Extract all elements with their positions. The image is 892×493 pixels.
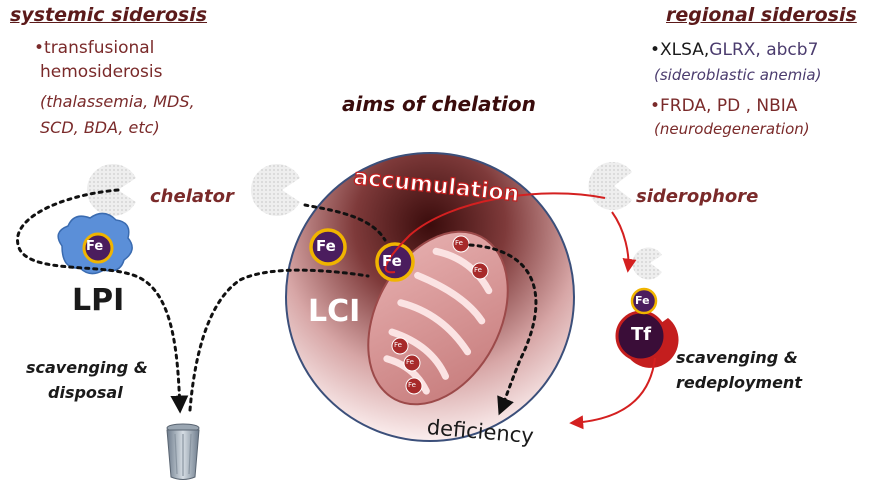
fe-text-lpi: Fe	[86, 239, 104, 254]
scavenging-disposal-line1: scavenging &	[26, 358, 148, 377]
regional-bullet: •	[650, 40, 661, 60]
neuro-label: (neurodegeneration)	[654, 120, 810, 138]
sideroblastic-label: (sideroblastic anemia)	[654, 66, 822, 84]
fe-badge-tf	[630, 287, 658, 315]
fe-text-tf: Fe	[635, 294, 650, 307]
fe-badge-lpi	[82, 232, 114, 264]
red-arrows	[384, 192, 656, 430]
regional-siderosis-title: regional siderosis	[666, 4, 857, 26]
fe-small-4: Fe	[406, 358, 414, 366]
systemic-line4: SCD, BDA, etc)	[40, 118, 160, 137]
transferrin	[615, 310, 679, 368]
fe-small-1: Fe	[455, 239, 463, 247]
xlsa-label: XLSA,	[660, 40, 710, 60]
scavenging-redeploy-line2: redeployment	[676, 373, 802, 392]
lpi-label: LPI	[72, 283, 125, 318]
small-iron-particles	[391, 235, 489, 395]
siderophore-pacman	[588, 162, 632, 210]
fe-small-3: Fe	[394, 341, 402, 349]
fe-text-cell: Fe	[316, 237, 336, 255]
scavenging-disposal-line2: disposal	[48, 383, 123, 402]
fe-text-mito: Fe	[382, 252, 402, 270]
chelator-pacman-left	[86, 163, 136, 217]
trash-can-icon	[166, 423, 200, 480]
tf-text: Tf	[631, 324, 652, 345]
systemic-line3: (thalassemia, MDS,	[40, 92, 195, 111]
lci-label: LCI	[308, 294, 361, 329]
siderophore-label: siderophore	[636, 186, 759, 207]
siderophore-pacman-small	[632, 247, 662, 280]
systemic-siderosis-title: systemic siderosis	[10, 4, 208, 26]
frda-line: •FRDA, PD , NBIA	[650, 96, 798, 116]
regional-line1: •XLSA,GLRX, abcb7	[650, 40, 818, 60]
chelator-label: chelator	[150, 186, 234, 207]
glrx-label: GLRX,	[709, 40, 761, 60]
systemic-line2: hemosiderosis	[40, 62, 163, 82]
fe-small-2: Fe	[474, 266, 482, 274]
chelator-pacman-center	[250, 163, 300, 217]
systemic-line1: •transfusional	[34, 38, 155, 58]
fe-small-5: Fe	[408, 381, 416, 389]
aims-title: aims of chelation	[342, 92, 536, 116]
fe-badge-cell	[309, 228, 347, 266]
dotted-chelation-paths	[16, 188, 538, 416]
abcb7-label: abcb7	[766, 40, 819, 60]
scavenging-redeploy-line1: scavenging &	[676, 348, 798, 367]
